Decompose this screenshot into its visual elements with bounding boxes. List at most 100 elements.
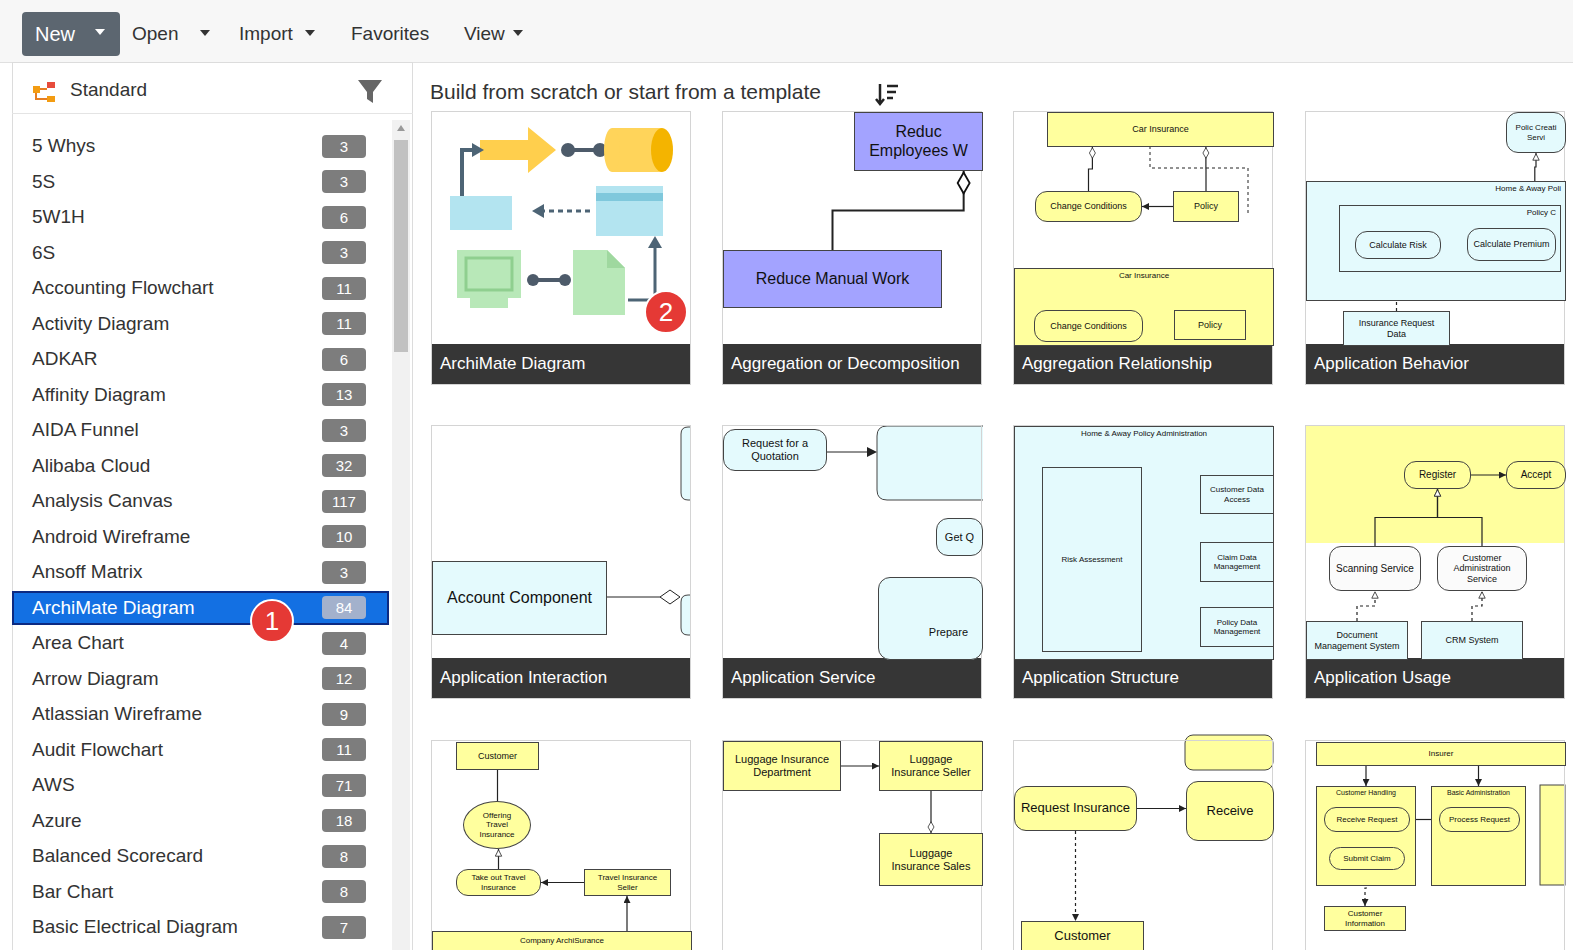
template-card: Application UsageRegisterAcceptScanning … (1305, 425, 1565, 699)
template-card: Aggregation or Decomposition Reduc Employ… (722, 111, 982, 385)
shape-label: Prepare (929, 626, 968, 639)
shape-label: Receive Request (1337, 815, 1398, 824)
connector (1471, 474, 1506, 475)
count-badge: 7 (322, 916, 366, 939)
count-badge: 8 (322, 880, 366, 903)
shape-label: Claim Data Management (1205, 553, 1269, 571)
diagram-shape: Request for a Quotation (723, 429, 827, 471)
diagram-shape: Calculate Premium (1467, 228, 1556, 261)
list-item: Android Wireframe10 (12, 520, 389, 554)
shape-label: Register (1419, 469, 1456, 481)
diagram-shape: Receive Request (1324, 807, 1410, 832)
shape-label: Take out Travel Insurance (461, 873, 536, 891)
card-title: Application Usage (1306, 658, 1564, 698)
list-item: 5W1H6 (12, 200, 389, 234)
item-label: Atlassian Wireframe (32, 703, 202, 725)
list-item: Arrow Diagram12 (12, 662, 389, 696)
shape-label: Process Request (1449, 815, 1510, 824)
diagram-shape: Customer HandlingReceive RequestSubmit C… (1316, 786, 1416, 886)
diagram-shape: Car InsuranceChange ConditionsPolicy (1014, 268, 1274, 346)
item-label: Analysis Canvas (32, 490, 172, 512)
shape-label: Change Conditions (1050, 321, 1127, 331)
list-item: AIDA Funnel3 (12, 413, 389, 447)
count-badge: 6 (322, 348, 366, 371)
shape-label: Get Q (945, 531, 974, 544)
item-label: Basic Electrical Diagram (32, 916, 238, 938)
diagram-shape: Policy Data Management (1200, 607, 1274, 647)
diagram-shape: Get Q (936, 518, 983, 556)
shape-label: Customer (1054, 929, 1110, 944)
count-badge: 11 (322, 277, 366, 300)
connector (1089, 147, 1093, 191)
list-item: 6S3 (12, 236, 389, 270)
count-badge: 84 (322, 596, 366, 619)
shape-label: Scanning Service (1336, 563, 1414, 575)
connector (626, 896, 627, 931)
connector (1142, 206, 1173, 207)
shape-label: Luggage Insurance Sales (884, 847, 978, 872)
list-item: Azure18 (12, 804, 389, 838)
connector (1205, 147, 1206, 191)
connector (541, 882, 584, 883)
list-item: Affinity Diagram13 (12, 378, 389, 412)
list-item: 5 Whys3 (12, 129, 389, 163)
shape-label: Policy Data Management (1205, 618, 1269, 636)
connector (841, 765, 879, 766)
diagram-shape: Customer (456, 742, 539, 770)
shape-label: Risk Assessment (1062, 555, 1123, 564)
diagram-shape: Change Conditions (1034, 310, 1143, 342)
item-label: Bar Chart (32, 881, 113, 903)
item-label: 6S (32, 242, 55, 264)
diagram-shape: Reduce Manual Work (723, 250, 942, 308)
item-label: Ansoff Matrix (32, 561, 143, 583)
count-badge: 18 (322, 809, 366, 832)
shape-label: Customer (478, 751, 517, 761)
diagram-shape: Claim Data Management (1200, 542, 1274, 582)
count-badge: 6 (322, 206, 366, 229)
connector (498, 849, 499, 869)
template-card: Application StructureHome & Away Policy … (1013, 425, 1273, 699)
diagram-shape: Reduc Employees W (854, 112, 983, 171)
diagram-shape: Luggage Insurance Seller (879, 741, 983, 791)
item-label: Balanced Scorecard (32, 845, 203, 867)
list-item: Analysis Canvas 117 (12, 484, 389, 518)
item-label: Audit Flowchart (32, 739, 163, 761)
connector (930, 791, 931, 833)
count-badge: 12 (322, 667, 366, 690)
count-badge: 11 (322, 312, 366, 335)
count-badge: 11 (322, 738, 366, 761)
count-badge: 10 (322, 525, 366, 548)
connector (1375, 489, 1438, 546)
shape-label: Basic Administration (1447, 789, 1510, 797)
list-item: Accounting Flowchart11 (12, 271, 389, 305)
count-badge: 9 (322, 703, 366, 726)
diagram-shape: Process Request (1439, 807, 1520, 832)
template-card: Request InsuranceReceiveCustomer (1013, 740, 1273, 950)
list-item: Audit Flowchart 11 (12, 733, 389, 767)
diagram-shape: Customer Administration Service (1437, 546, 1527, 591)
list-item: Bar Chart 8 (12, 875, 389, 909)
count-badge: 117 (322, 490, 366, 513)
count-badge: 13 (322, 383, 366, 406)
diagram-shape: Home & Away PoliPolicy CCalculate RiskCa… (1306, 181, 1566, 301)
item-label: ADKAR (32, 348, 97, 370)
card-title: Application Behavior (1306, 344, 1564, 384)
connector (1075, 831, 1076, 921)
card-title: Aggregation or Decomposition (723, 344, 981, 384)
diagram-shape: Register (1404, 461, 1471, 489)
diagram-shape: Submit Claim (1329, 847, 1405, 870)
list-item: Atlassian Wireframe 9 (12, 697, 389, 731)
shape-label: Reduc Employees W (859, 123, 978, 160)
callout-number: 1 (250, 599, 294, 643)
item-label: AIDA Funnel (32, 419, 139, 441)
shape-label: Company ArchiSurance (520, 936, 604, 945)
header-label: Standard (70, 79, 147, 101)
toolbar-button: New (22, 12, 120, 56)
callout-number: 2 (644, 290, 688, 334)
diagram-shape: Policy (1173, 191, 1239, 222)
list-item: Alibaba Cloud32 (12, 449, 389, 483)
item-label: ArchiMate Diagram (32, 597, 195, 619)
diagram-shape: Home & Away Policy AdministrationRisk As… (1014, 426, 1274, 660)
button-label: New (35, 23, 75, 46)
connector (1535, 153, 1536, 181)
